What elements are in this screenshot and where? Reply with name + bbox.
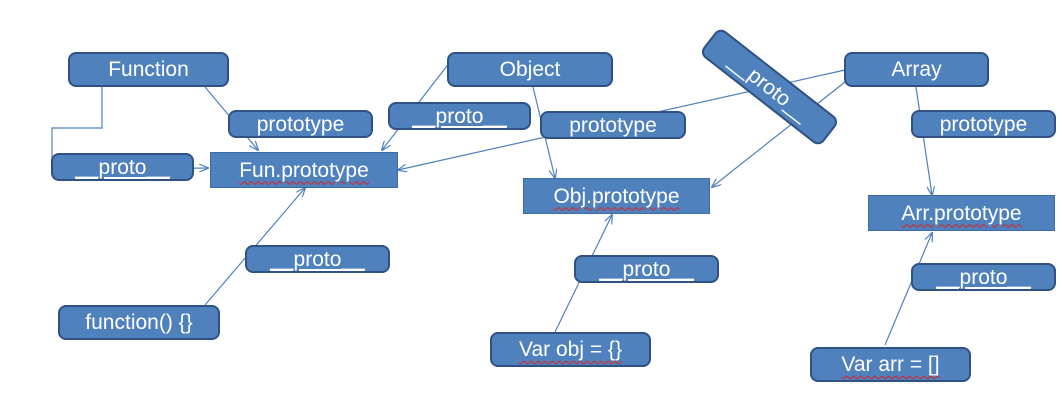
var-arr-proto-label: __proto__ xyxy=(911,263,1056,291)
var-obj-node: Var obj = {} xyxy=(490,332,651,367)
var-arr-node-label: Var arr = [] xyxy=(841,353,940,376)
var-arr-proto-label-text: __proto__ xyxy=(936,265,1031,289)
fun-prototype-node-label: Fun.prototype xyxy=(239,158,369,182)
var-obj-node-label: Var obj = {} xyxy=(519,338,622,361)
array-prototype-label-text: prototype xyxy=(939,112,1028,136)
arrow-var-arr-proto xyxy=(884,233,932,346)
arrow-array-prototype xyxy=(915,86,932,195)
function-node-label: Function xyxy=(108,58,189,81)
obj-prototype-node-label: Obj.prototype xyxy=(553,184,680,208)
function-literal-proto-label: __proto__ xyxy=(245,245,390,273)
object-proto-label-text: __proto__ xyxy=(412,104,507,128)
array-node-label: Array xyxy=(891,58,942,81)
arrow-array-proto xyxy=(712,81,846,187)
function-prototype-label-text: prototype xyxy=(256,112,345,136)
obj-prototype-node: Obj.prototype xyxy=(523,178,710,214)
arr-prototype-node: Arr.prototype xyxy=(868,195,1055,231)
function-literal-node: function() {} xyxy=(58,305,220,340)
array-prototype-label: prototype xyxy=(911,110,1056,138)
array-node: Array xyxy=(844,52,989,87)
var-obj-proto-label: __proto__ xyxy=(574,255,719,283)
function-node: Function xyxy=(68,52,229,87)
array-to-fun-prototype-label-text: prototype xyxy=(569,113,657,137)
function-prototype-label: prototype xyxy=(228,110,373,138)
function-proto-label: __proto__ xyxy=(51,153,194,181)
var-arr-node: Var arr = [] xyxy=(810,347,971,382)
array-to-fun-prototype-label: prototype xyxy=(540,111,686,139)
arr-prototype-node-label: Arr.prototype xyxy=(901,201,1022,225)
object-node: Object xyxy=(447,52,613,87)
function-proto-label-text: __proto__ xyxy=(75,155,170,179)
function-literal-node-label: function() {} xyxy=(85,311,193,334)
object-node-label: Object xyxy=(499,58,561,81)
fun-prototype-node: Fun.prototype xyxy=(210,152,398,188)
var-obj-proto-label-text: __proto__ xyxy=(599,257,694,281)
function-literal-proto-label-text: __proto__ xyxy=(270,247,365,271)
object-proto-label: __proto__ xyxy=(388,102,531,130)
